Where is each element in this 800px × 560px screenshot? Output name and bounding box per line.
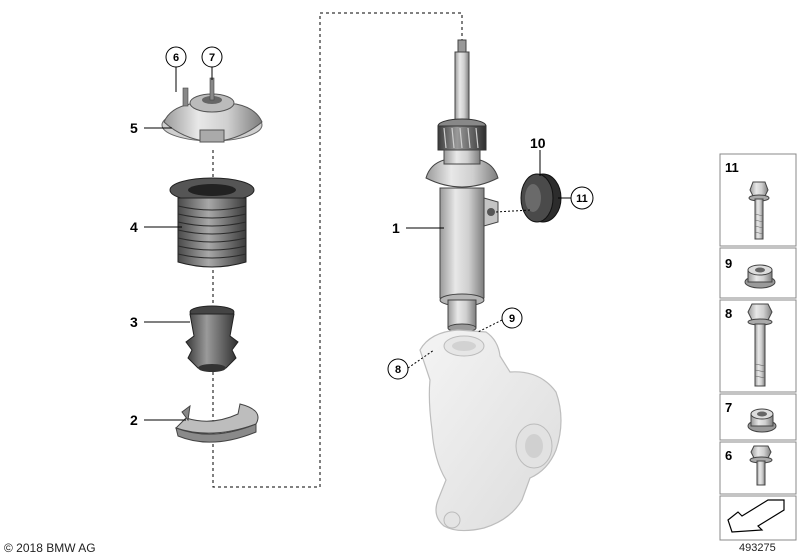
sidebar-item-11-label: 11 [725, 160, 739, 175]
sidebar-item-6-label: 6 [725, 448, 732, 463]
top-mount-part [161, 77, 263, 143]
hex-bolt-icon [747, 303, 773, 387]
bump-stop-part [185, 305, 239, 372]
arrow-icon [727, 499, 785, 533]
sidebar-item-9-label: 9 [725, 256, 732, 271]
label-4: 4 [130, 219, 138, 235]
copyright-text: © 2018 BMW AG [4, 541, 96, 555]
callout-7: 7 [201, 46, 223, 68]
strut-part [425, 39, 499, 333]
label-10: 10 [530, 135, 546, 151]
flange-nut-icon [744, 264, 776, 289]
document-number: 493275 [739, 542, 776, 554]
dust-boot-part [169, 177, 255, 268]
callout-8: 8 [387, 358, 409, 380]
callout-9: 9 [501, 307, 523, 329]
flange-nut-small-icon [747, 408, 777, 433]
steering-knuckle-part [419, 329, 562, 532]
callout-11: 11 [570, 186, 594, 210]
fastener-sidebar: 11 9 8 [719, 153, 797, 541]
callout-6: 6 [165, 46, 187, 68]
label-2: 2 [130, 412, 138, 428]
callout-11-text: 11 [576, 193, 588, 205]
callout-7-text: 7 [209, 52, 215, 64]
callout-8-text: 8 [395, 364, 401, 376]
short-bolt-icon [749, 445, 773, 486]
sidebar-item-7-label: 7 [725, 400, 732, 415]
spring-seat-part [175, 403, 259, 443]
assembly-dash-line [212, 12, 463, 488]
label-1: 1 [392, 220, 400, 236]
vibration-damper-part [520, 173, 562, 223]
leader-lines [144, 67, 571, 421]
callout-9-text: 9 [509, 313, 515, 325]
callout-6-text: 6 [173, 52, 179, 64]
sidebar-item-8-label: 8 [725, 306, 732, 321]
label-5: 5 [130, 120, 138, 136]
long-bolt-icon [748, 181, 770, 240]
label-3: 3 [130, 314, 138, 330]
